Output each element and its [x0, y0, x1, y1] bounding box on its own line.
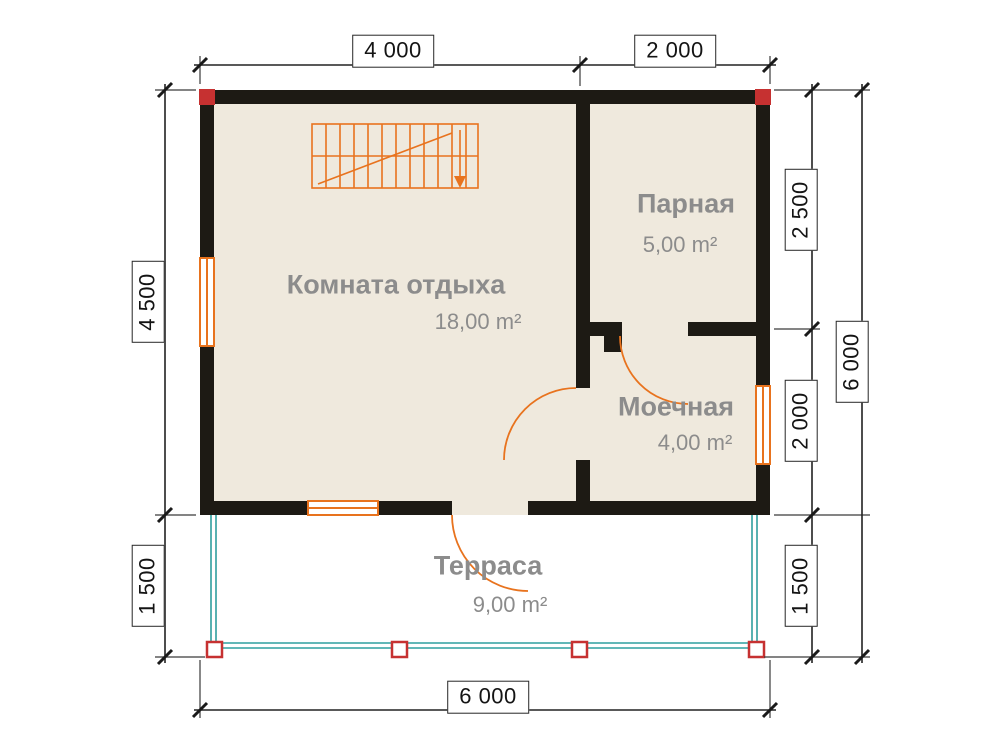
room-area-washing-room: 4,00 m²	[657, 430, 733, 455]
dim-left-lower: 1 500	[131, 545, 165, 627]
room-area-rest-room: 18,00 m²	[434, 309, 522, 334]
dim-left-upper: 4 500	[131, 261, 165, 343]
building-floor	[200, 90, 770, 515]
door-arcs	[451, 335, 689, 592]
corner-post-icon	[755, 89, 771, 105]
terrace-post-icon	[205, 640, 224, 659]
dim-top-left: 4 000	[352, 34, 434, 68]
corner-post-icon	[199, 89, 215, 105]
room-name-rest-room: Комната отдыха	[286, 269, 506, 300]
dim-right-bottom: 1 500	[784, 545, 818, 627]
windows	[199, 257, 771, 516]
room-name-washing-room: Моечная	[617, 391, 735, 422]
door-rest-room-icon	[503, 387, 577, 461]
terrace-post-icon	[747, 640, 766, 659]
dim-right-top: 2 500	[784, 169, 818, 251]
room-area-steam-room: 5,00 m²	[642, 232, 718, 257]
room-name-terrace: Терраса	[433, 550, 543, 581]
dimension-ticks	[156, 56, 871, 719]
stairs-icon	[311, 123, 479, 189]
terrace-post-icon	[390, 640, 409, 659]
dim-top-right: 2 000	[634, 34, 716, 68]
dim-right-middle: 2 000	[784, 380, 818, 462]
door-terrace-icon	[451, 514, 529, 592]
door-steam-room-icon	[619, 335, 689, 405]
room-area-terrace: 9,00 m²	[472, 592, 548, 617]
dim-bottom-total: 6 000	[447, 680, 529, 714]
posts	[199, 89, 771, 659]
room-name-steam-room: Парная	[637, 188, 735, 219]
terrace-outline	[210, 515, 758, 649]
dim-right-total: 6 000	[835, 321, 869, 403]
walls	[200, 90, 770, 515]
terrace-post-icon	[570, 640, 589, 659]
